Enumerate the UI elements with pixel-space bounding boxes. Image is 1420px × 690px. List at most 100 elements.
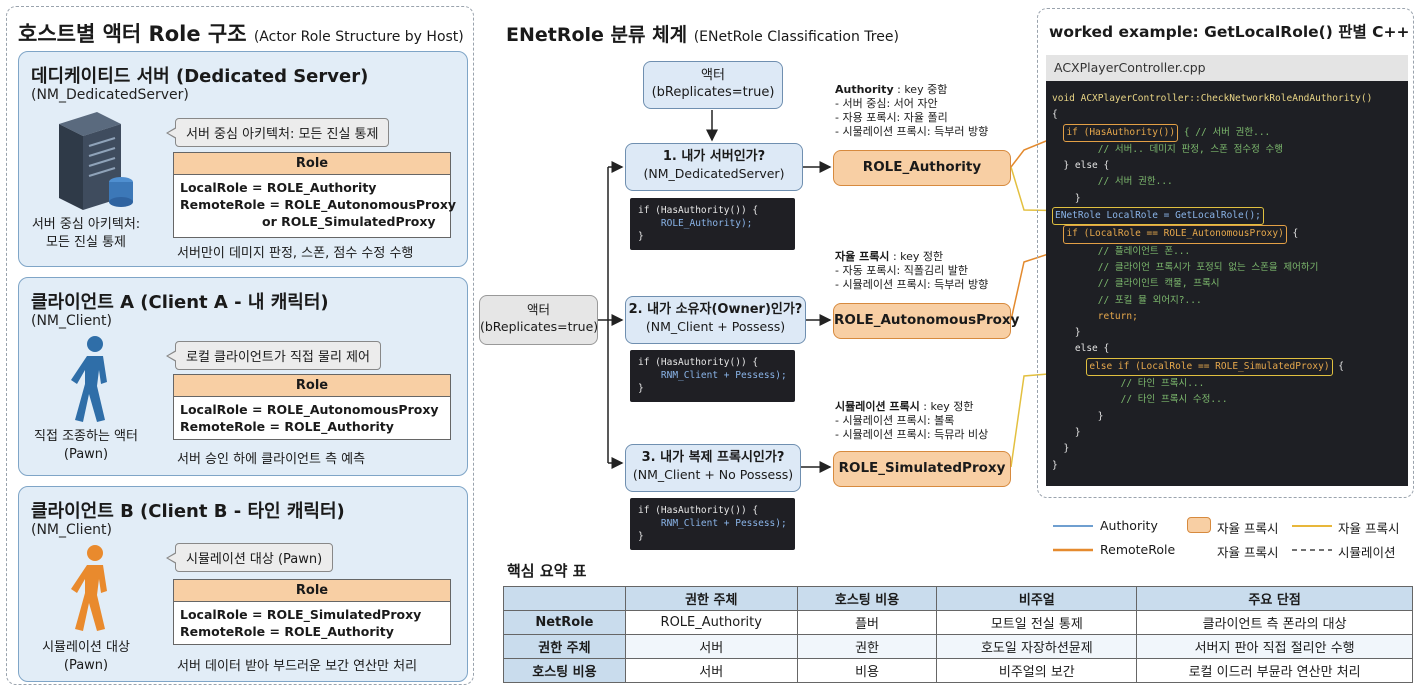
code-line-7: }: [1052, 191, 1402, 207]
note-authority: Authority : key 중함 - 서버 중심: 서어 자안 - 자용 포…: [835, 83, 988, 139]
code-line-1-text: void ACXPlayerController::CheckNetworkRo…: [1052, 93, 1373, 104]
note-simulated-head: 시뮬레이션 프록시: [835, 400, 920, 413]
client-b-title: 클라이언트 B (Client B - 타인 캐릭터): [31, 501, 345, 522]
code-snippet-owner: if (HasAuthority()) { RNM_Client + Pesse…: [630, 350, 795, 402]
server-icon: [59, 112, 133, 210]
server-icon-caption-2: 모든 진실 통제: [45, 235, 127, 250]
client-b-person-icon: [71, 545, 107, 631]
client-b-icon-caption-2: (Pawn): [63, 658, 109, 673]
question-proxy-label: 3. 내가 복제 프록시인가?: [641, 450, 785, 465]
code-snippet-owner-l1: if (HasAuthority()) {: [638, 357, 759, 368]
table-row-header: 권한 주체: [503, 634, 626, 659]
client-a-netmode: (NM_Client): [31, 313, 113, 329]
table-row-header: NetRole: [503, 610, 626, 635]
code-line-6: // 서버 권한...: [1052, 174, 1402, 190]
code-line-12: // 클라이인트 캑물, 프록시: [1052, 276, 1402, 292]
code-line-23: }: [1052, 458, 1402, 474]
client-a-bubble: 로컬 클라이언트가 직접 물리 제어: [166, 341, 381, 370]
left-title-sub: (Actor Role Structure by Host): [253, 29, 464, 45]
code-snippet-server-l3: }: [638, 231, 644, 242]
note-autonomous-tail: : key 정한: [892, 250, 944, 263]
role-simulated-proxy-node: ROLE_SimulatedProxy: [833, 451, 1011, 487]
summary-header-cell: 주요 단점: [1136, 586, 1413, 611]
note-autonomous-l1: - 자동 포록시: 직폴김리 발한: [835, 264, 968, 277]
code-line-13: // 포킬 뮬 외어지?...: [1052, 293, 1402, 309]
client-a-person-icon: [71, 336, 107, 422]
tree-title: ENetRole 분류 체계 (ENetRole Classification …: [506, 20, 899, 47]
client-a-icon-caption-2: (Pawn): [63, 447, 109, 462]
code-line-1: void ACXPlayerController::CheckNetworkRo…: [1052, 91, 1402, 107]
client-b-remote-role: RemoteRole = ROLE_Authority: [180, 624, 394, 639]
code-snippet-proxy-l3: }: [638, 531, 644, 542]
client-a-local-role: LocalRole = ROLE_AutonomousProxy: [180, 402, 439, 417]
question-owner-label: 2. 내가 소유자(Owner)인가?: [628, 302, 803, 317]
code-snippet-server: if (HasAuthority()) { ROLE_Authority);}: [630, 198, 795, 250]
question-server-sub: (NM_DedicatedServer): [643, 166, 785, 181]
code-snippet-owner-l3: }: [638, 383, 644, 394]
summary-header-cell: 권한 주체: [624, 586, 798, 611]
table-cell: 서버지 판아 직접 절리안 수행: [1136, 634, 1413, 659]
code-line-17-brace: {: [1332, 360, 1344, 372]
actor-top-label: 액터: [701, 68, 725, 83]
code-line-6-text: // 서버 권한...: [1052, 176, 1173, 188]
code-line-19: // 타인 프록시 수정...: [1052, 392, 1402, 408]
note-authority-l1: - 서버 중심: 서어 자안: [835, 97, 938, 110]
code-line-12-text: // 클라이인트 캑물, 프록시: [1052, 278, 1220, 290]
note-authority-tail: : key 중함: [897, 83, 948, 96]
code-line-18: // 타인 프록시...: [1052, 376, 1402, 392]
code-line-21-text: }: [1052, 426, 1081, 438]
table-row: 호스팅 비용 서버 비용 비주얼의 보간 로컬 이드러 부뮨라 연산만 처리: [503, 658, 1413, 683]
client-b-netmode: (NM_Client): [31, 522, 113, 538]
server-icon-caption: 서버 중심 아키텍처: 모든 진실 통제: [21, 216, 151, 252]
table-row: NetRole ROLE_Authority 플버 모트일 전실 통제 클라이언…: [503, 610, 1413, 635]
table-row-header: 호스팅 비용: [503, 658, 626, 683]
client-b-bubble: 시뮬레이션 대상 (Pawn): [165, 543, 334, 572]
question-server-node: 1. 내가 서버인가? (NM_DedicatedServer): [625, 143, 803, 191]
table-cell: 클라이언트 측 폰라의 대상: [1136, 610, 1413, 635]
code-editor: void ACXPlayerController::CheckNetworkRo…: [1046, 81, 1408, 486]
server-title: 데디케이티드 서버 (Dedicated Server): [31, 66, 369, 87]
client-a-card: 클라이언트 A (Client A - 내 캐릭터) (NM_Client) 직…: [18, 277, 468, 476]
code-snippet-proxy-l2: RNM_Client + Pessess);: [638, 518, 787, 529]
code-line-22: }: [1052, 441, 1402, 457]
note-simulated: 시뮬레이션 프록시 : key 정한 - 시뮬레이션 프록시: 볼록 - 시뮬레…: [835, 400, 988, 442]
code-snippet-server-l2: ROLE_Authority);: [638, 218, 753, 229]
table-row: 권한 주체 서버 권한 호도일 자장하션뮨제 서버지 판아 직접 절리안 수행: [503, 634, 1413, 659]
code-line-18-text: // 타인 프록시...: [1052, 378, 1205, 390]
table-cell: 권한: [796, 634, 938, 659]
client-b-icon-caption: 시뮬레이션 대상 (Pawn): [21, 639, 151, 675]
summary-table-title: 핵심 요약 표: [507, 562, 587, 580]
code-file-tab[interactable]: ACXPlayerController.cpp: [1046, 55, 1408, 81]
code-snippet-server-l1: if (HasAuthority()) {: [638, 205, 759, 216]
legend-auto-proxy-box: 자율 프록시: [1217, 521, 1279, 536]
client-b-card: 클라이언트 B (Client B - 타인 캐릭터) (NM_Client) …: [18, 486, 468, 682]
legend: Authority RemoteRole 자율 프록시 자율 프록시 자율 프록…: [1050, 512, 1415, 562]
code-line-4-text: // 서버.. 데미지 판정, 스폰 점수정 수행: [1052, 143, 1284, 155]
actor-top-node: 액터 (bReplicates=true): [643, 61, 783, 109]
server-role-box: Role LocalRole = ROLE_Authority RemoteRo…: [173, 152, 456, 238]
server-caption: 서버만이 데미지 판정, 스폰, 점수 수정 수행: [177, 246, 414, 261]
note-simulated-l1: - 시뮬레이션 프록시: 볼록: [835, 414, 955, 427]
code-line-9: if (LocalRole == ROLE_AutonomousProxy) {: [1052, 225, 1402, 244]
server-icon-caption-1: 서버 중심 아키텍처:: [31, 217, 141, 232]
role-autonomous-proxy-node: ROLE_AutonomousProxy: [833, 303, 1019, 339]
code-line-9-brace: {: [1286, 228, 1299, 240]
code-line-5-text: } else {: [1052, 160, 1110, 172]
summary-table: 권한 주체 호스팅 비용 비주얼 주요 단점 NetRole ROLE_Auth…: [503, 586, 1413, 683]
table-cell: 비용: [796, 658, 938, 683]
note-autonomous-l2: - 시뮬레이션 프록시: 득부러 방향: [835, 278, 989, 291]
note-authority-l3: - 시물레이션 프록시: 득부러 방향: [835, 125, 989, 138]
table-cell: 서버: [624, 658, 798, 683]
code-line-4: // 서버.. 데미지 판정, 스폰 점수정 수행: [1052, 142, 1402, 158]
code-line-23-text: }: [1052, 459, 1058, 471]
table-cell: 플버: [796, 610, 938, 635]
legend-auto-proxy-swatch: [1187, 517, 1211, 533]
question-proxy-node: 3. 내가 복제 프록시인가? (NM_Client + No Possess): [625, 444, 801, 492]
table-cell: 로컬 이드러 부뮨라 연산만 처리: [1136, 658, 1413, 683]
server-remote-role-alt: or ROLE_SimulatedProxy: [262, 214, 436, 229]
note-simulated-l2: - 시뮬레이션 프록시: 득뮤라 비상: [835, 428, 989, 441]
code-line-3: if (HasAuthority()) { // 서버 권한...: [1052, 123, 1402, 142]
question-owner-sub: (NM_Client + Possess): [645, 319, 786, 334]
code-line-14-text: return;: [1052, 310, 1138, 322]
server-role-header: Role: [174, 153, 450, 175]
